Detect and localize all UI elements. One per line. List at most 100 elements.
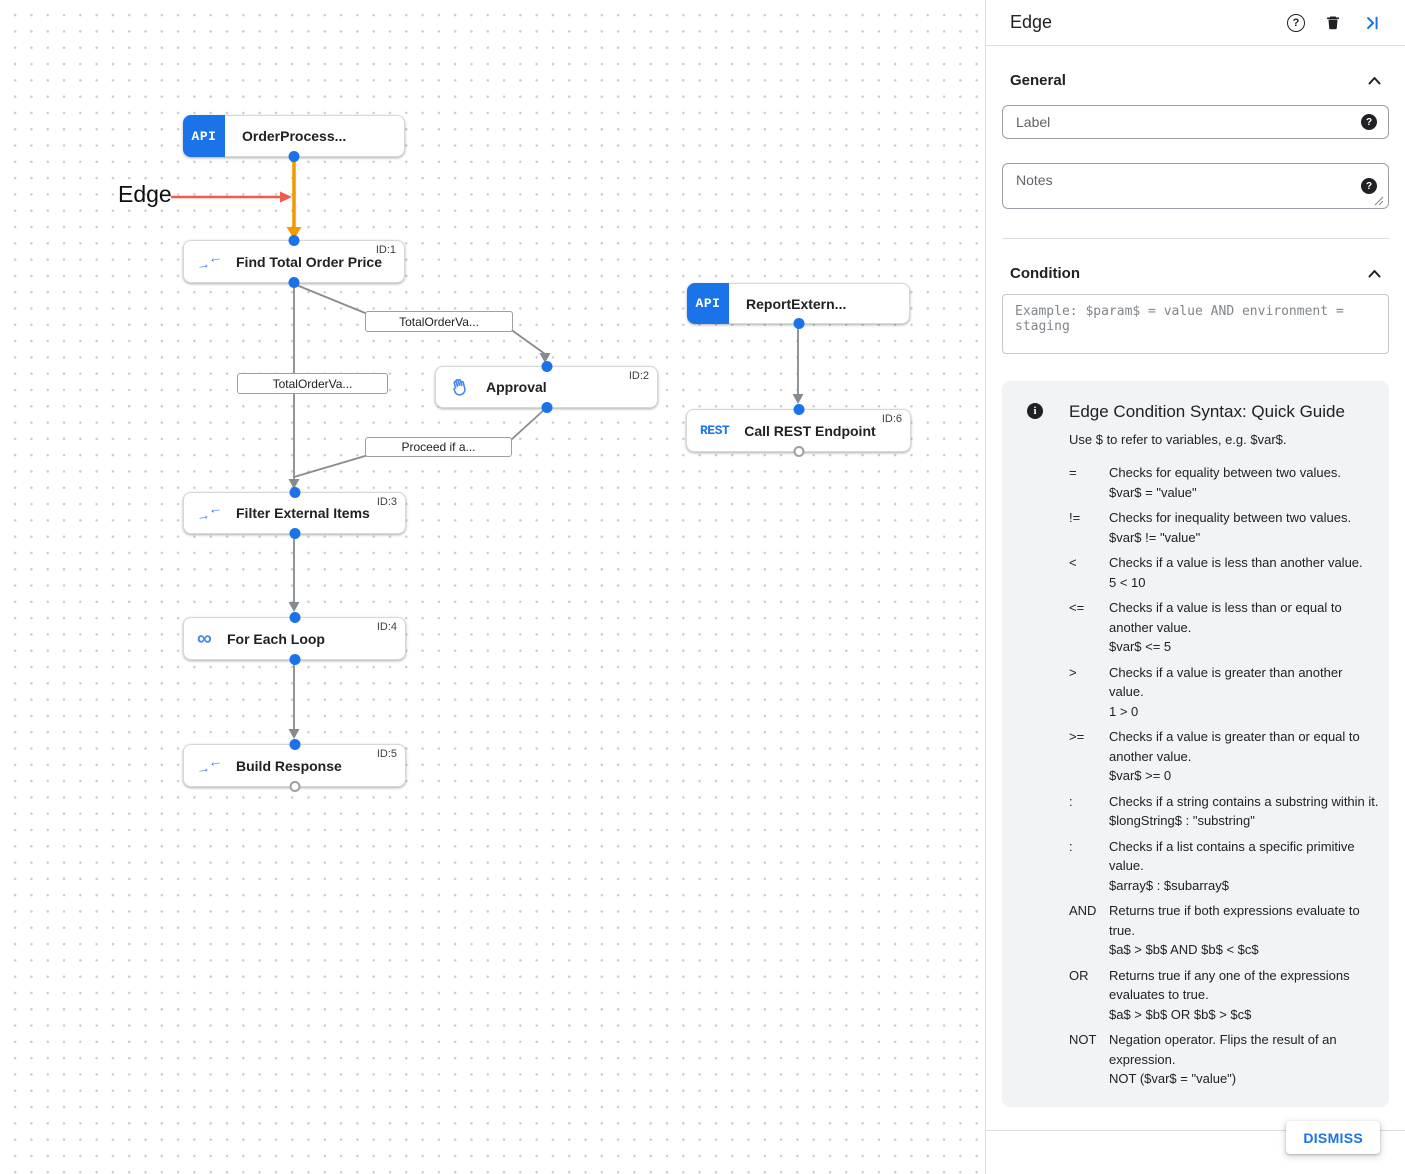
operator-row: <= Checks if a value is less than or equ… — [1069, 598, 1379, 657]
api-trigger-icon: API — [687, 283, 729, 324]
edge-label-totalorder-approval[interactable]: TotalOrderVa... — [365, 311, 513, 332]
condition-input[interactable] — [1002, 294, 1389, 354]
operator-row: != Checks for inequality between two val… — [1069, 508, 1379, 547]
node-port[interactable] — [793, 318, 804, 329]
node-title: Find Total Order Price — [236, 253, 382, 270]
notes-help-icon[interactable] — [1361, 178, 1377, 194]
trash-icon[interactable] — [1324, 13, 1342, 32]
node-filter-external-items[interactable]: →← Filter External Items ID:3 — [183, 487, 406, 539]
node-port[interactable] — [793, 446, 804, 457]
fork-join-icon: →← — [194, 498, 224, 525]
operator-row: AND Returns true if both expressions eva… — [1069, 901, 1379, 960]
node-title: Approval — [486, 379, 547, 395]
operator-desc: Checks if a value is less than or equal … — [1109, 600, 1342, 635]
panel-header: Edge — [986, 0, 1405, 46]
node-port[interactable] — [289, 612, 300, 623]
operator-example: $a$ > $b$ AND $b$ < $c$ — [1109, 942, 1259, 957]
fork-join-icon: →← — [194, 247, 224, 273]
operator-desc: Negation operator. Flips the result of a… — [1109, 1032, 1337, 1067]
edge-label-proceed[interactable]: Proceed if a... — [365, 437, 512, 457]
operator-example: $longString$ : "substring" — [1109, 813, 1255, 828]
operator-desc: Checks if a value is greater than anothe… — [1109, 664, 1343, 700]
label-help-icon[interactable] — [1361, 114, 1377, 130]
panel-title: Edge — [1010, 12, 1053, 32]
node-port[interactable] — [541, 361, 552, 372]
rest-icon: REST — [700, 423, 730, 438]
operator-example: $var$ <= 5 — [1109, 639, 1172, 654]
edge-annotation-label: Edge — [118, 181, 172, 207]
hand-approval-icon — [453, 379, 466, 396]
node-id-badge: ID:4 — [376, 621, 397, 633]
general-section: General — [986, 72, 1405, 239]
operator-row: < Checks if a value is less than another… — [1069, 553, 1379, 592]
node-approval[interactable]: Approval ID:2 — [435, 361, 658, 413]
operator: != — [1069, 510, 1081, 525]
condition-syntax-guide: Edge Condition Syntax: Quick Guide Use $… — [1002, 381, 1389, 1107]
condition-heading: Condition — [1010, 265, 1080, 282]
help-icon[interactable] — [1287, 13, 1305, 32]
node-id-badge: ID:1 — [375, 244, 396, 256]
section-divider — [1002, 238, 1389, 239]
node-find-total-order-price[interactable]: →← Find Total Order Price ID:1 — [183, 235, 405, 288]
dismiss-button[interactable]: DISMISS — [1286, 1121, 1380, 1154]
operator-row: NOT Negation operator. Flips the result … — [1069, 1030, 1379, 1089]
node-call-rest-endpoint[interactable]: REST Call REST Endpoint ID:6 — [686, 404, 911, 457]
operator-desc: Checks if a list contains a specific pri… — [1109, 838, 1355, 874]
node-port[interactable] — [289, 654, 300, 665]
node-port[interactable] — [288, 151, 300, 162]
node-title: For Each Loop — [226, 630, 325, 647]
edge-selected[interactable] — [286, 157, 302, 239]
node-id-badge: ID:3 — [376, 496, 397, 508]
node-port[interactable] — [289, 528, 300, 539]
node-title: Call REST Endpoint — [744, 422, 876, 439]
guide-title: Edge Condition Syntax: Quick Guide — [1069, 402, 1345, 421]
edges-layer — [171, 157, 804, 739]
footer-divider — [986, 1130, 1405, 1131]
node-id-badge: ID:5 — [376, 748, 397, 760]
node-reportextern-trigger[interactable]: API ReportExtern... — [687, 283, 910, 329]
node-port[interactable] — [288, 277, 300, 288]
condition-section: Condition Edge Condition Syntax: Quick G… — [986, 265, 1405, 1107]
operator-row: > Checks if a value is greater than anot… — [1069, 663, 1379, 722]
flow-canvas[interactable]: Edge API OrderProcess... →← Find Total O… — [0, 0, 985, 1174]
operator-example: $var$ >= 0 — [1109, 768, 1172, 783]
node-orderprocess-trigger[interactable]: API OrderProcess... — [183, 115, 405, 162]
fork-join-icon: →← — [194, 751, 224, 777]
operator-desc: Checks for equality between two values. — [1109, 465, 1341, 480]
operator-desc: Checks if a value is less than another v… — [1109, 555, 1363, 570]
node-title: Build Response — [236, 757, 342, 774]
annotation-arrow — [171, 191, 292, 203]
collapse-condition-icon[interactable] — [1368, 269, 1381, 278]
node-title: Filter External Items — [236, 505, 370, 521]
node-port[interactable] — [289, 781, 300, 792]
node-id-badge: ID:6 — [881, 413, 902, 425]
operator: : — [1069, 838, 1073, 854]
node-port[interactable] — [541, 402, 552, 413]
operator: = — [1069, 465, 1077, 480]
node-port[interactable] — [793, 404, 804, 415]
node-id-badge: ID:2 — [628, 370, 649, 382]
collapse-panel-icon[interactable] — [1361, 13, 1381, 33]
node-port[interactable] — [289, 739, 300, 750]
resize-handle-icon[interactable] — [1374, 196, 1384, 206]
operator-row: = Checks for equality between two values… — [1069, 463, 1379, 502]
node-port[interactable] — [288, 235, 300, 246]
node-port[interactable] — [289, 487, 300, 498]
operator-desc: Returns true if both expressions evaluat… — [1109, 903, 1360, 938]
info-icon — [1027, 403, 1043, 419]
operator: OR — [1069, 967, 1089, 983]
collapse-general-icon[interactable] — [1368, 76, 1381, 85]
node-for-each-loop[interactable]: ∞ For Each Loop ID:4 — [183, 612, 406, 665]
infinity-loop-icon: ∞ — [197, 626, 212, 650]
edge-label-totalorder-filter[interactable]: TotalOrderVa... — [237, 373, 388, 394]
label-input[interactable] — [1002, 105, 1389, 139]
guide-subtitle: Use $ to refer to variables, e.g. $var$. — [1069, 432, 1287, 447]
operator-example: 1 > 0 — [1109, 703, 1139, 719]
operator: > — [1069, 664, 1077, 680]
operator-row: >= Checks if a value is greater than or … — [1069, 727, 1379, 786]
notes-input[interactable] — [1002, 163, 1389, 209]
api-trigger-icon: API — [183, 115, 225, 157]
operator-desc: Returns true if any one of the expressio… — [1109, 967, 1350, 1003]
operator-example: $var$ = "value" — [1109, 484, 1197, 500]
node-build-response[interactable]: →← Build Response ID:5 — [183, 739, 406, 792]
